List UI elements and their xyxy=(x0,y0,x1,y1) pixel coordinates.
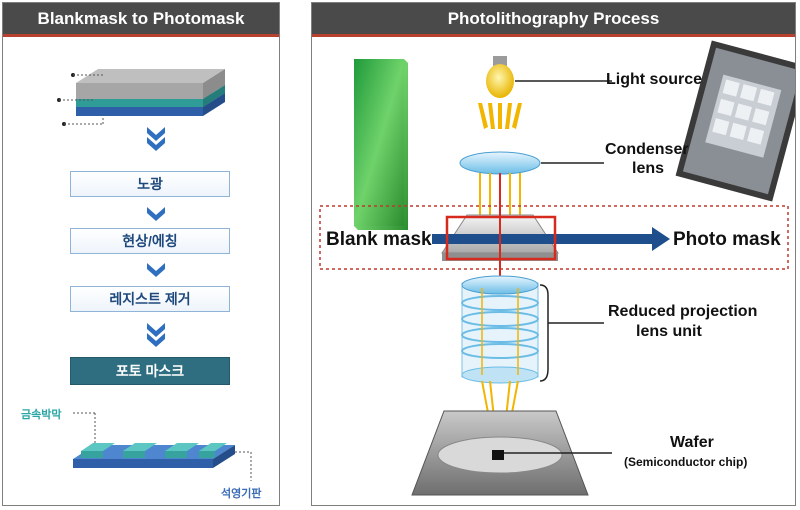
chevron-down-icon xyxy=(147,323,165,347)
condenser-label-line1: Condenser xyxy=(605,141,689,158)
wafer-stage xyxy=(411,410,612,496)
photomask-pattern xyxy=(73,443,235,468)
header-accent-rule xyxy=(3,34,279,37)
bulb-icon xyxy=(486,56,612,98)
blankmask-panel: Blankmask to Photomask xyxy=(2,2,280,506)
light-rays-upper xyxy=(478,103,522,129)
chevron-down-icon xyxy=(147,263,165,277)
photolithography-panel: Photolithography Process xyxy=(311,2,796,506)
photo-mask-label: Photo mask xyxy=(673,229,781,250)
photo-mask-plate xyxy=(675,40,795,202)
step-photomask: 포토 마스크 xyxy=(70,357,230,385)
blankmask-layer-stack xyxy=(76,69,225,116)
photolithography-panel-title: Photolithography Process xyxy=(312,3,795,34)
wafer-sub-label: (Semiconductor chip) xyxy=(624,455,748,469)
wafer-label: Wafer xyxy=(670,434,714,451)
projection-lens-unit xyxy=(461,275,604,384)
quartz-substrate-label: 석영기판 xyxy=(221,488,262,500)
photolithography-illustration xyxy=(319,40,795,496)
step-resist-strip: 레지스트 제거 xyxy=(70,286,230,312)
blankmask-panel-title: Blankmask to Photomask xyxy=(3,3,279,34)
projection-label-line1: Reduced projection xyxy=(608,303,758,320)
blank-mask-plate xyxy=(354,59,408,230)
step-exposure: 노광 xyxy=(70,171,230,197)
mask-stage-band xyxy=(319,205,789,270)
step-develop-etch: 현상/에칭 xyxy=(70,228,230,254)
arrow-right-icon xyxy=(432,227,670,251)
photomask-leader-lines xyxy=(73,412,252,481)
light-source-label: Light source xyxy=(606,71,703,88)
chevron-down-icon xyxy=(147,127,165,151)
blankmask-illustration xyxy=(57,69,252,481)
condenser-label-line2: lens xyxy=(632,160,665,177)
layer-leader-lines xyxy=(57,73,104,126)
condenser-lens xyxy=(459,151,604,175)
header-accent-rule xyxy=(312,34,795,37)
chevron-down-icon xyxy=(147,207,165,221)
blank-mask-label: Blank mask xyxy=(326,229,432,250)
projection-label-line2: lens unit xyxy=(636,323,702,340)
metal-film-label: 금속박막 xyxy=(21,409,62,421)
